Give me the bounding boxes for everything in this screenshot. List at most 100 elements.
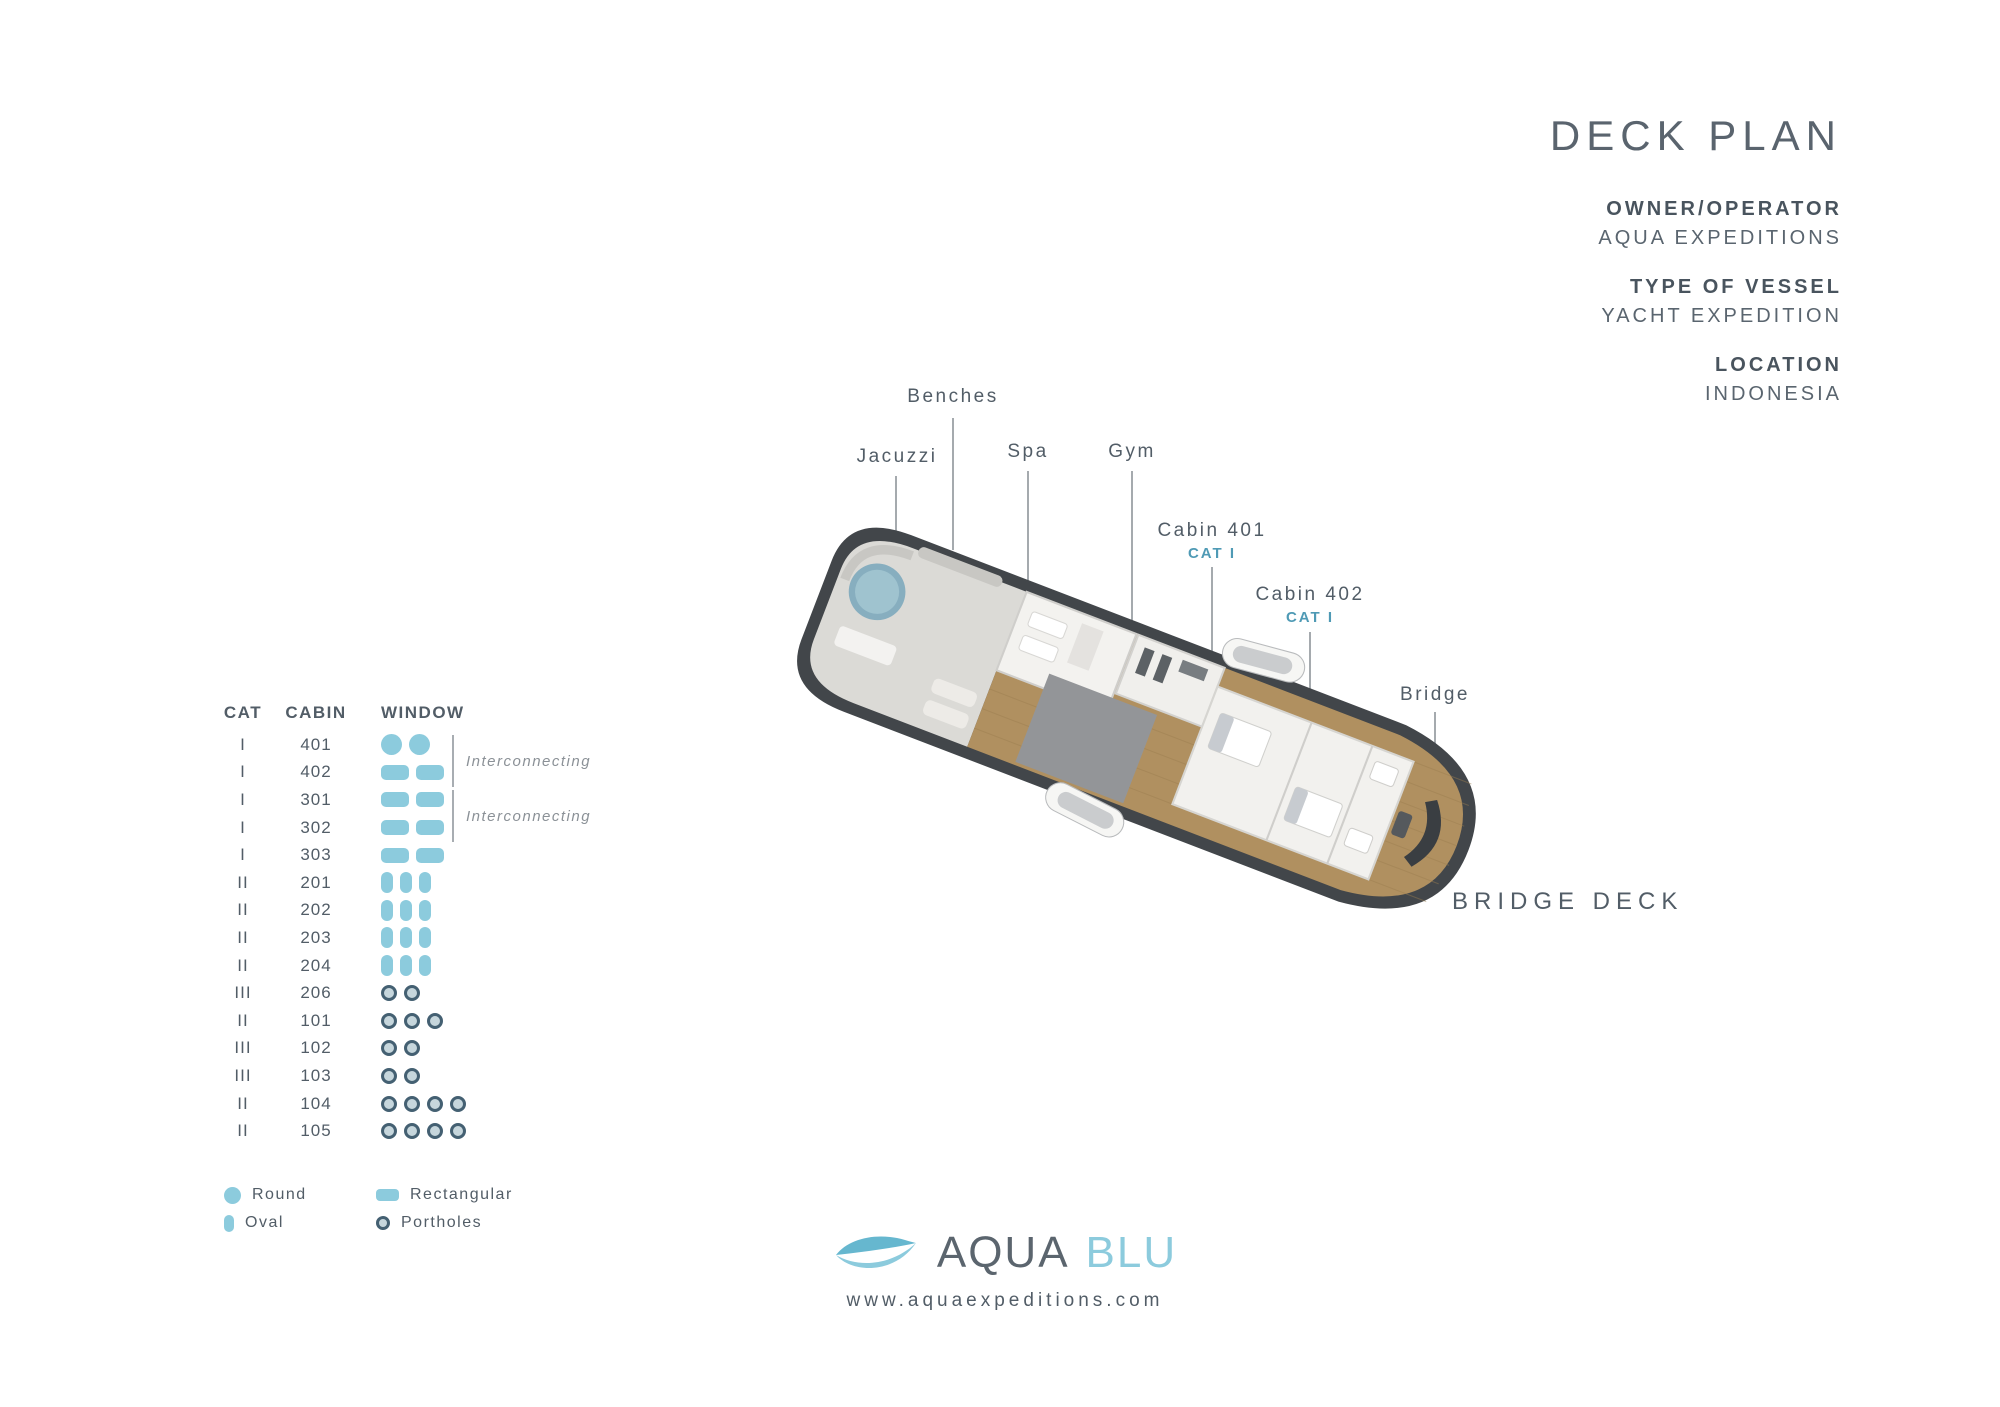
cabin-windows [361, 1012, 581, 1029]
callout-cabin-402: Cabin 402 CAT I [1255, 584, 1364, 626]
yacht-bridge-deck [797, 527, 1476, 909]
footer: AQUA BLU www.aquaexpeditions.com [810, 1228, 1200, 1312]
brand-name: AQUA BLU [937, 1228, 1177, 1278]
cabin-number: 302 [300, 817, 332, 837]
cabin-row-303: I 303 [215, 841, 581, 869]
cabin-windows [361, 734, 581, 756]
oval-window-icon [224, 1214, 234, 1232]
cabin-category: I [240, 817, 246, 837]
cabin-category: III [234, 1065, 252, 1085]
oval-window-icon [381, 872, 393, 894]
deck-illustration [797, 418, 1476, 909]
cabin-number: 202 [300, 900, 332, 920]
cabin-number: 105 [300, 1121, 332, 1141]
brand-row: AQUA BLU [833, 1228, 1177, 1278]
rect-window-icon [381, 847, 409, 863]
porthole-window-icon [427, 1095, 443, 1112]
cabin-category: II [237, 1010, 249, 1030]
cabin-windows [361, 872, 581, 894]
info-value: INDONESIA [1704, 383, 1842, 405]
cabin-category: III [234, 983, 252, 1003]
bracket-line [452, 735, 454, 787]
cabin-windows [361, 820, 581, 836]
porthole-window-icon [381, 985, 397, 1002]
info-label: OWNER/OPERATOR [1606, 198, 1842, 220]
cabin-category: II [237, 872, 249, 892]
cabin-number: 101 [300, 1010, 332, 1030]
cabin-category: II [237, 927, 249, 947]
cabin-row-105: II 105 [215, 1117, 581, 1145]
callout-label: Cabin 402 [1255, 584, 1365, 605]
brand-name-secondary: BLU [1085, 1228, 1178, 1277]
cabin-windows [361, 764, 581, 780]
aqua-blu-logo-icon [835, 1236, 916, 1269]
cabin-windows [361, 1095, 581, 1112]
vessel-type-block: TYPE OF VESSEL YACHT EXPEDITION [1550, 276, 1842, 328]
callout-benches: Benches [907, 386, 998, 408]
window-legend: Round Rectangular Oval Portholes [224, 1186, 596, 1232]
bath-fixture [1369, 761, 1399, 788]
cabin-windows [361, 927, 581, 949]
cabin-category: II [237, 1121, 249, 1141]
legend-label: Oval [245, 1214, 284, 1231]
cabin-number: 203 [300, 927, 332, 947]
porthole-window-icon [381, 1123, 397, 1140]
page-title: DECK PLAN [1549, 112, 1842, 159]
porthole-window-icon [381, 1095, 397, 1112]
oval-window-icon [381, 955, 393, 977]
cabin-number: 303 [300, 845, 332, 865]
website-url: www.aquaexpeditions.com [846, 1290, 1164, 1311]
cabin-number: 402 [300, 762, 332, 782]
cabin-row-302: I 302 [215, 814, 581, 842]
cabin-table-header: CAT CABIN WINDOW [215, 703, 581, 723]
brand-name-primary: AQUA [936, 1228, 1070, 1277]
cabin-category: III [234, 1038, 252, 1058]
info-label: LOCATION [1715, 354, 1842, 376]
rect-window-icon [416, 847, 444, 863]
callout-gym: Gym [1108, 441, 1156, 463]
legend-label: Round [252, 1186, 307, 1203]
rail-bench [918, 547, 1003, 587]
cabin-category: I [240, 845, 246, 865]
porthole-window-icon [404, 1095, 420, 1112]
rectangular-window-icon [376, 1189, 399, 1201]
cabin-block [1171, 685, 1415, 881]
tender-starboard [1221, 638, 1306, 683]
callout-category: CAT I [1187, 545, 1237, 562]
porthole-window-icon [450, 1123, 466, 1140]
cabin-category: I [240, 734, 246, 754]
legend-label: Portholes [401, 1214, 483, 1231]
oval-window-icon [419, 927, 431, 949]
callout-label: Jacuzzi [856, 446, 938, 467]
location-block: LOCATION INDONESIA [1550, 354, 1842, 406]
bath-fixture [1343, 827, 1374, 854]
interconnecting-label: Interconnecting [466, 807, 592, 825]
cabin-windows [361, 1067, 581, 1084]
cabin-number: 206 [300, 983, 332, 1003]
rect-window-icon [381, 792, 409, 808]
cabin-number: 102 [300, 1038, 332, 1058]
porthole-window-icon [381, 1067, 397, 1084]
legend-item-round: Round [224, 1186, 376, 1204]
callout-jacuzzi: Jacuzzi [857, 446, 938, 468]
porthole-window-icon [376, 1216, 390, 1230]
cabin-row-202: II 202 [215, 897, 581, 925]
oval-window-icon [381, 927, 393, 949]
callout-cabin-401: Cabin 401 CAT I [1157, 520, 1266, 562]
interconnecting-bracket-401-402: Interconnecting [452, 735, 591, 787]
oval-window-icon [400, 927, 412, 949]
legend-item-rectangular: Rectangular [376, 1186, 596, 1204]
cabin-number: 301 [300, 789, 332, 809]
callout-bridge: Bridge [1400, 684, 1470, 706]
rect-window-icon [416, 792, 444, 808]
porthole-window-icon [427, 1123, 443, 1140]
cabin-401-bed [1207, 712, 1272, 768]
porthole-window-icon [404, 1040, 420, 1057]
cabin-category: II [237, 900, 249, 920]
